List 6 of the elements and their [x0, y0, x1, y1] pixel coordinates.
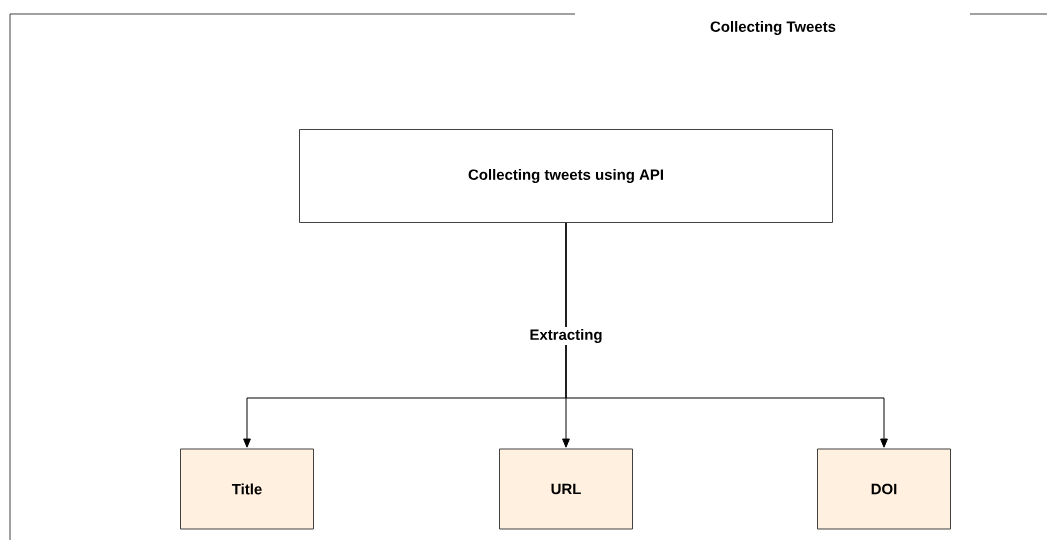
process-box: Collecting tweets using API	[299, 129, 833, 223]
output-box: Title	[180, 448, 314, 530]
output-box: DOI	[817, 448, 951, 530]
output-box: URL	[499, 448, 633, 530]
arrow	[565, 222, 888, 448]
edge-label: Extracting	[527, 327, 605, 345]
